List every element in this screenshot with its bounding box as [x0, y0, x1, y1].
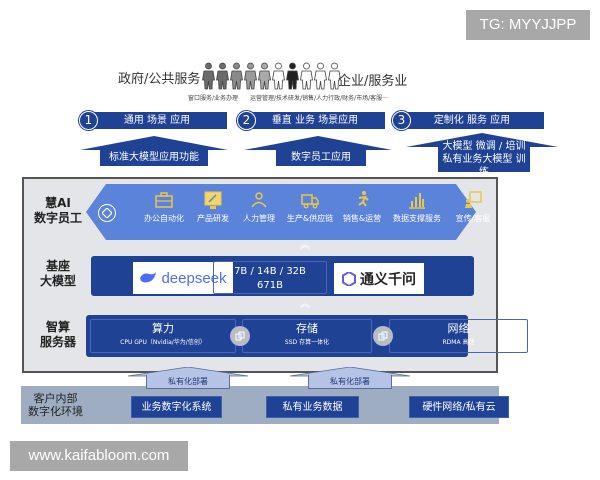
person-icon: [258, 62, 271, 90]
scenario-num-3: 3: [392, 111, 411, 130]
person-icon: [244, 62, 257, 90]
env-box-private-data: 私有业务数据: [266, 396, 359, 418]
person-icon: [300, 62, 313, 90]
model-sizes: 7B / 14B / 32B 671B: [213, 261, 327, 294]
item-label: 数据支撑服务: [393, 214, 441, 223]
base-model-label: 基座 大模型: [27, 259, 89, 289]
customer-env-label: 客户内部 数字化环境: [28, 392, 83, 418]
arrow-head-icon: [406, 133, 558, 147]
enterprise-sub-label: 运营管理/技术研发/销售/人力行政/财务/市场/客服···: [250, 95, 388, 102]
digital-employee-item: 数据支撑服务: [386, 190, 448, 224]
deepseek-text: deepseek: [161, 269, 227, 287]
scenario-num-1: 1: [79, 111, 98, 130]
item-label: 人力管理: [243, 214, 275, 223]
compute-cell-storage: 存储 SSD 存算一体化: [242, 319, 372, 353]
arrow-label: 标准大模型应用功能: [100, 149, 208, 166]
chevron-up-icon: ︽: [300, 299, 310, 310]
label-line2: 大模型: [39, 274, 76, 288]
gov-public-label: 政府/公共服务: [118, 72, 201, 87]
digital-employee-item: 生产&供应链: [282, 190, 338, 224]
person-icon: [272, 62, 285, 90]
arrow-head-icon: [244, 136, 392, 150]
monitor-pen-icon: [204, 191, 222, 209]
cell-sub: RDMA 高速: [442, 339, 475, 346]
scenario-bar-1: 通用 场景 应用: [87, 112, 227, 129]
item-label: 办公自动化: [144, 214, 184, 223]
label-line1: 基座: [45, 259, 70, 273]
person-icon: [230, 62, 243, 90]
label-line1: 智算: [45, 320, 70, 334]
deploy-label: 私有化部署: [308, 375, 392, 389]
deploy-label: 私有化部署: [146, 375, 230, 389]
presenter-icon: [465, 191, 482, 208]
label-line1: 慧AI: [45, 196, 71, 210]
digital-employee-banner: [86, 184, 476, 240]
sizes-line2: 671B: [257, 280, 283, 291]
digital-employee-label: 慧AI 数字员工: [27, 196, 89, 226]
person-icon: [202, 62, 215, 90]
truck-icon: [301, 194, 319, 209]
person-icon: [314, 62, 327, 90]
cell-title: 存储: [296, 322, 318, 335]
bar-chart-icon: [409, 193, 425, 209]
link-icon: [230, 326, 250, 346]
link-icon: [373, 326, 393, 346]
cell-sub: CPU GPU（Nvidia/华为/信创）: [120, 339, 206, 346]
enterprise-label: 企业/服务业: [338, 74, 408, 89]
arrow-label: 大模型 微调 / 培训 私有业务大模型 训练: [438, 141, 530, 178]
label-line1: 客户内部: [33, 392, 78, 405]
compute-cell-network: 网络 RDMA 高速: [389, 319, 528, 353]
scenario-bar-3: 定制化 服务 应用: [400, 112, 544, 129]
gov-sub-label: 窗口服务/业务办理: [188, 95, 239, 102]
arrow-head-icon: [80, 136, 228, 150]
watermark-tg: TG: MYYJJPP: [466, 10, 590, 40]
item-label: 产品研发: [197, 214, 229, 223]
arrow-label-line2: 私有业务大模型 训练: [442, 153, 526, 178]
runner-icon: [358, 191, 369, 207]
scenario-bar-2: 垂直 业务 场景应用: [245, 112, 385, 129]
cell-title: 算力: [152, 322, 174, 335]
cell-title: 网络: [447, 322, 470, 335]
people-icon: [251, 192, 267, 208]
scenario-num-2: 2: [237, 111, 256, 130]
qwen-logo: 通义千问: [334, 263, 424, 294]
briefcase-icon: [155, 192, 173, 208]
person-icon: [328, 62, 341, 90]
compute-bar: [86, 315, 468, 357]
label-line2: 数字员工: [33, 211, 82, 225]
env-box-business-systems: 业务数字化系统: [131, 396, 222, 418]
qwen-text: 通义千问: [360, 271, 416, 288]
compute-server-label: 智算 服务器: [27, 320, 89, 350]
item-label: 生产&供应链: [286, 214, 334, 223]
person-icon: [286, 62, 299, 90]
label-line2: 服务器: [39, 335, 76, 349]
digital-employee-items: 办公自动化 产品研发 人力管理 生产&供应链销售&运营 数据支撑服务 宣传/客服: [138, 190, 498, 224]
ai-badge-icon: [98, 204, 116, 222]
item-label: 销售&运营: [342, 214, 382, 223]
env-box-hardware-cloud: 硬件网络/私有云: [409, 396, 509, 418]
label-line2: 数字化环境: [28, 405, 83, 418]
digital-employee-item: 办公自动化: [138, 190, 190, 224]
sizes-line1: 7B / 14B / 32B: [234, 266, 306, 277]
arrow-label: 数字员工应用: [276, 149, 366, 166]
arrow-label-line1: 大模型 微调 / 培训: [442, 140, 526, 152]
digital-employee-item: 人力管理: [236, 190, 282, 224]
item-label: 宣传/客服: [455, 214, 491, 223]
chevron-up-icon: ︽: [300, 240, 310, 251]
cell-sub: SSD 存算一体化: [284, 339, 330, 346]
people-icons: [202, 62, 341, 90]
digital-employee-item: 宣传/客服: [448, 190, 498, 224]
deepseek-logo: deepseek: [133, 262, 233, 294]
whale-icon: [140, 272, 157, 283]
digital-employee-item: 销售&运营: [338, 190, 386, 224]
compute-cell-power: 算力 CPU GPU（Nvidia/华为/信创）: [90, 319, 236, 353]
watermark-site: www.kaifabloom.com: [10, 441, 188, 471]
qwen-icon: [342, 271, 356, 286]
person-icon: [216, 62, 229, 90]
digital-employee-item: 产品研发: [190, 190, 236, 224]
